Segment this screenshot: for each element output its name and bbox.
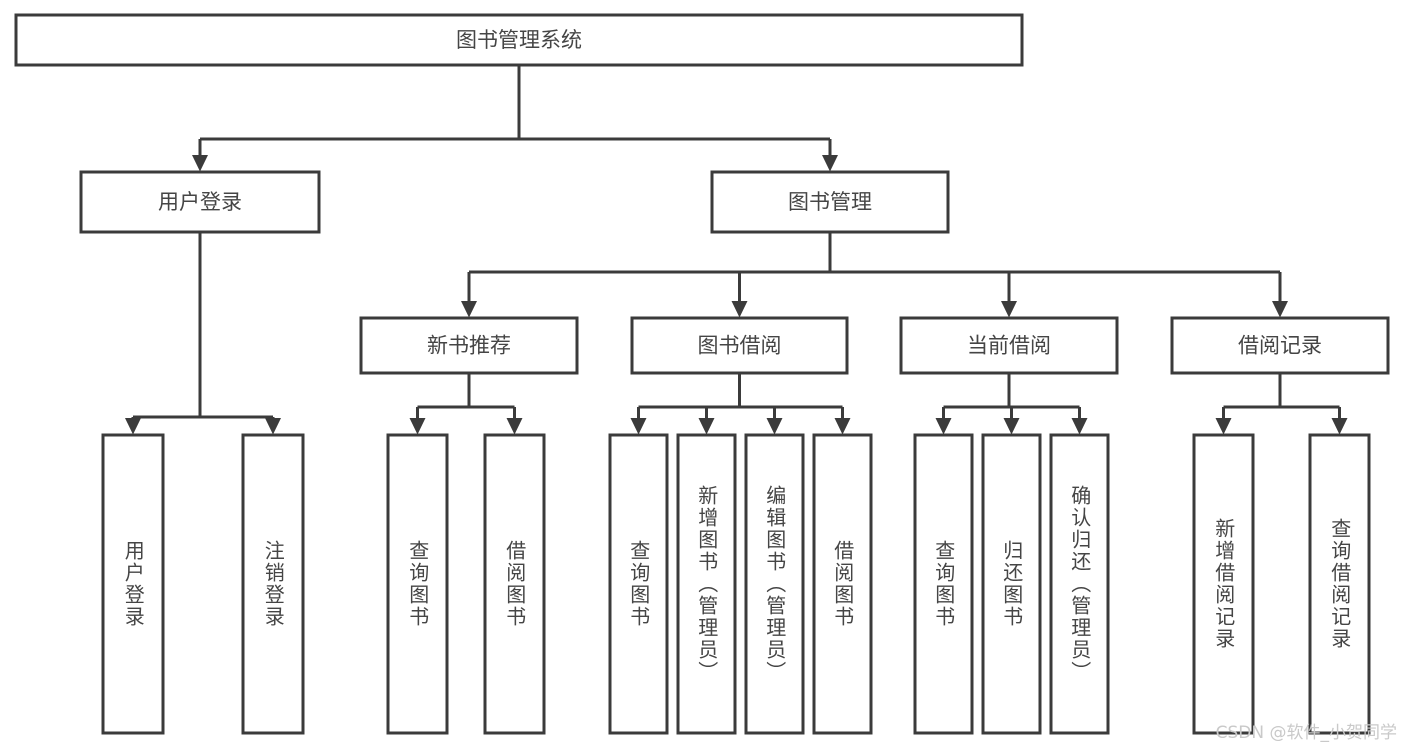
node-label-user-login: 用户登录 [158, 190, 242, 214]
arrow-head-icon [192, 155, 208, 172]
node-current-borrow[interactable]: 当前借阅 [899, 316, 1119, 375]
edge-group-book-borrow [630, 373, 851, 435]
node-box-leaf-cur-return[interactable] [981, 433, 1042, 735]
node-label-root: 图书管理系统 [456, 28, 582, 52]
arrow-head-icon [766, 418, 783, 435]
edge-group-borrow-record [1215, 373, 1348, 435]
node-leaf-borrow-query[interactable] [608, 433, 669, 735]
node-leaf-rec-query[interactable] [386, 433, 449, 735]
arrow-head-icon [1331, 418, 1348, 435]
node-box-borrow-record[interactable] [1170, 316, 1390, 375]
arrow-head-icon [834, 418, 851, 435]
node-user-login[interactable]: 用户登录 [79, 170, 321, 234]
node-leaf-user-login[interactable] [101, 433, 165, 735]
node-leaf-rec-borrow[interactable] [483, 433, 546, 735]
arrow-head-icon [409, 418, 426, 435]
node-box-current-borrow[interactable] [899, 316, 1119, 375]
node-box-book-manage[interactable] [710, 170, 950, 234]
node-new-book-rec[interactable]: 新书推荐 [359, 316, 579, 375]
node-label-borrow-record: 借阅记录 [1238, 334, 1322, 358]
arrow-head-icon [1001, 301, 1017, 318]
arrow-head-icon [265, 418, 281, 435]
node-box-leaf-rec-query[interactable] [386, 433, 449, 735]
node-root[interactable]: 图书管理系统 [14, 13, 1024, 67]
node-box-new-book-rec[interactable] [359, 316, 579, 375]
edge-group-book-manage [461, 232, 1288, 318]
arrow-head-icon [1272, 301, 1288, 318]
arrow-head-icon [698, 418, 715, 435]
node-leaf-rec-search[interactable] [1308, 433, 1371, 735]
node-borrow-record[interactable]: 借阅记录 [1170, 316, 1390, 375]
node-label-current-borrow: 当前借阅 [967, 334, 1051, 358]
arrow-head-icon [461, 301, 477, 318]
arrow-head-icon [1003, 418, 1020, 435]
node-leaf-cur-confirm[interactable] [1049, 433, 1110, 735]
arrow-head-icon [822, 155, 838, 172]
node-box-leaf-rec-borrow[interactable] [483, 433, 546, 735]
watermark-text: CSDN @软件_小贺同学 [1215, 723, 1397, 743]
node-label-new-book-rec: 新书推荐 [427, 334, 511, 358]
node-box-leaf-borrow-query[interactable] [608, 433, 669, 735]
node-box-leaf-borrow-edit[interactable] [744, 433, 805, 735]
node-book-manage[interactable]: 图书管理 [710, 170, 950, 234]
edge-group-user-login [125, 232, 281, 435]
node-box-leaf-cur-confirm[interactable] [1049, 433, 1110, 735]
arrow-head-icon [1071, 418, 1088, 435]
node-book-borrow[interactable]: 图书借阅 [630, 316, 849, 375]
node-box-book-borrow[interactable] [630, 316, 849, 375]
arrow-head-icon [506, 418, 523, 435]
node-box-leaf-borrow-add[interactable] [676, 433, 737, 735]
edge-group-new-book-rec [409, 373, 523, 435]
node-box-leaf-rec-add[interactable] [1192, 433, 1255, 735]
node-box-leaf-cur-query[interactable] [913, 433, 974, 735]
node-box-leaf-borrow-lend[interactable] [812, 433, 873, 735]
edge-group-root [192, 65, 838, 172]
node-box-user-login[interactable] [79, 170, 321, 234]
node-leaf-cur-query[interactable] [913, 433, 974, 735]
node-leaf-cur-return[interactable] [981, 433, 1042, 735]
node-box-leaf-user-login[interactable] [101, 433, 165, 735]
node-box-leaf-rec-search[interactable] [1308, 433, 1371, 735]
node-leaf-user-logout[interactable] [241, 433, 305, 735]
node-leaf-borrow-add[interactable] [676, 433, 737, 735]
node-leaf-borrow-edit[interactable] [744, 433, 805, 735]
arrow-head-icon [731, 301, 748, 318]
arrow-head-icon [1215, 418, 1232, 435]
node-label-book-manage: 图书管理 [788, 190, 872, 214]
edge-group-current-borrow [935, 373, 1088, 435]
node-leaf-borrow-lend[interactable] [812, 433, 873, 735]
arrow-head-icon [630, 418, 647, 435]
node-label-book-borrow: 图书借阅 [698, 334, 782, 358]
node-leaf-rec-add[interactable] [1192, 433, 1255, 735]
node-box-leaf-user-logout[interactable] [241, 433, 305, 735]
arrow-head-icon [935, 418, 952, 435]
arrow-head-icon [125, 418, 141, 435]
node-box-root[interactable] [14, 13, 1024, 67]
